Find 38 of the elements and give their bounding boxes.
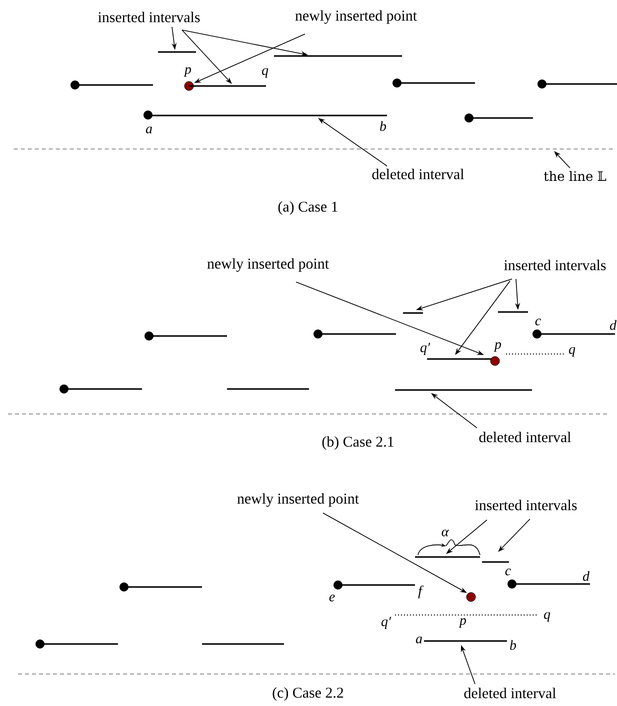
point-label: p — [494, 342, 502, 352]
point-label: b — [380, 121, 386, 131]
point-label: f — [418, 586, 424, 598]
point-label: q′ — [420, 342, 430, 356]
point-label: p — [184, 67, 192, 77]
inserted-point — [466, 592, 476, 602]
point-label: p — [458, 618, 466, 628]
point-label: q — [544, 612, 550, 622]
point-label: q′ — [381, 616, 392, 630]
leader-text: newly inserted point — [295, 10, 417, 24]
dashed-line — [14, 148, 616, 150]
leader-line — [554, 151, 570, 168]
leader-text: inserted intervals — [98, 12, 200, 22]
point-label: d — [610, 320, 617, 330]
point-label: q — [568, 347, 576, 357]
point-label: q — [262, 68, 268, 78]
point-label: α — [442, 530, 449, 536]
leader-text: deleted interval — [464, 688, 556, 698]
leader-text: deleted interval — [372, 168, 464, 180]
point-label: e — [329, 594, 335, 602]
point-label: d — [582, 571, 590, 581]
leader-line — [498, 518, 530, 552]
inserted-point — [490, 356, 500, 366]
point-label: a — [416, 636, 422, 644]
caption: (b) Case 2.1 — [322, 436, 394, 450]
point-label: b — [510, 640, 516, 650]
leader-text: the line 𝕃 — [544, 170, 606, 181]
caption: (c) Case 2.2 — [272, 687, 344, 701]
leader-text: inserted intervals — [504, 260, 606, 270]
leader-text: inserted intervals — [475, 500, 577, 510]
caption: (a) Case 1 — [278, 201, 338, 215]
leader-text: newly inserted point — [237, 493, 359, 507]
leader-text: deleted interval — [479, 432, 571, 442]
point-label: a — [146, 126, 152, 134]
leader-line — [182, 30, 232, 84]
point-label: c — [535, 318, 541, 326]
leader-text: newly inserted point — [207, 258, 329, 272]
point-label: c — [505, 568, 511, 576]
